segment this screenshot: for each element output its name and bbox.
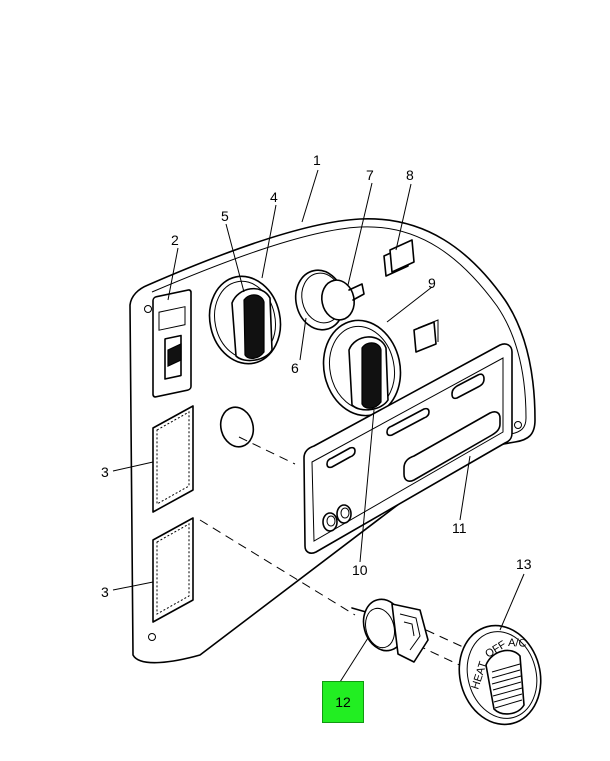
small-indicator: [413, 319, 439, 353]
panel-screw-hole: [514, 421, 522, 429]
callout-1: 1: [313, 152, 321, 168]
highlight-box[interactable]: [322, 681, 364, 723]
callout-5: 5: [221, 208, 229, 224]
dial-ac-label: A/C: [508, 637, 527, 650]
control-panel: [129, 218, 536, 664]
heat-ac-dial: HEAT OFF A/C: [458, 624, 542, 726]
round-knob: [294, 269, 365, 331]
panel-screw-hole: [148, 633, 156, 641]
rotary-switch: [351, 598, 429, 663]
callouts: 1 2 3 3 4 5 6 7 8 9 10 11 13: [101, 152, 532, 600]
blower-knob: [208, 275, 282, 365]
callout-13: 13: [516, 556, 532, 572]
callout-9: 9: [428, 275, 436, 291]
callout-3-lower: 3: [101, 584, 109, 600]
rocker-switch: [152, 289, 192, 398]
indicator-lamp: [383, 239, 415, 277]
temperature-knob: [322, 319, 402, 417]
callout-11: 11: [452, 520, 467, 536]
control-plate: [303, 343, 513, 554]
blank-plate-lower: [152, 517, 194, 623]
mounting-hole: [219, 406, 255, 448]
callout-7: 7: [366, 167, 374, 183]
callout-12[interactable]: 12: [335, 694, 351, 710]
callout-6: 6: [291, 360, 299, 376]
callout-3-upper: 3: [101, 464, 109, 480]
callout-4: 4: [270, 189, 278, 205]
leader-lines: [112, 169, 525, 683]
callout-10: 10: [352, 562, 368, 578]
panel-screw-hole: [144, 305, 152, 313]
blank-plate-upper: [152, 405, 194, 513]
callout-8: 8: [406, 167, 414, 183]
callout-2: 2: [171, 232, 179, 248]
